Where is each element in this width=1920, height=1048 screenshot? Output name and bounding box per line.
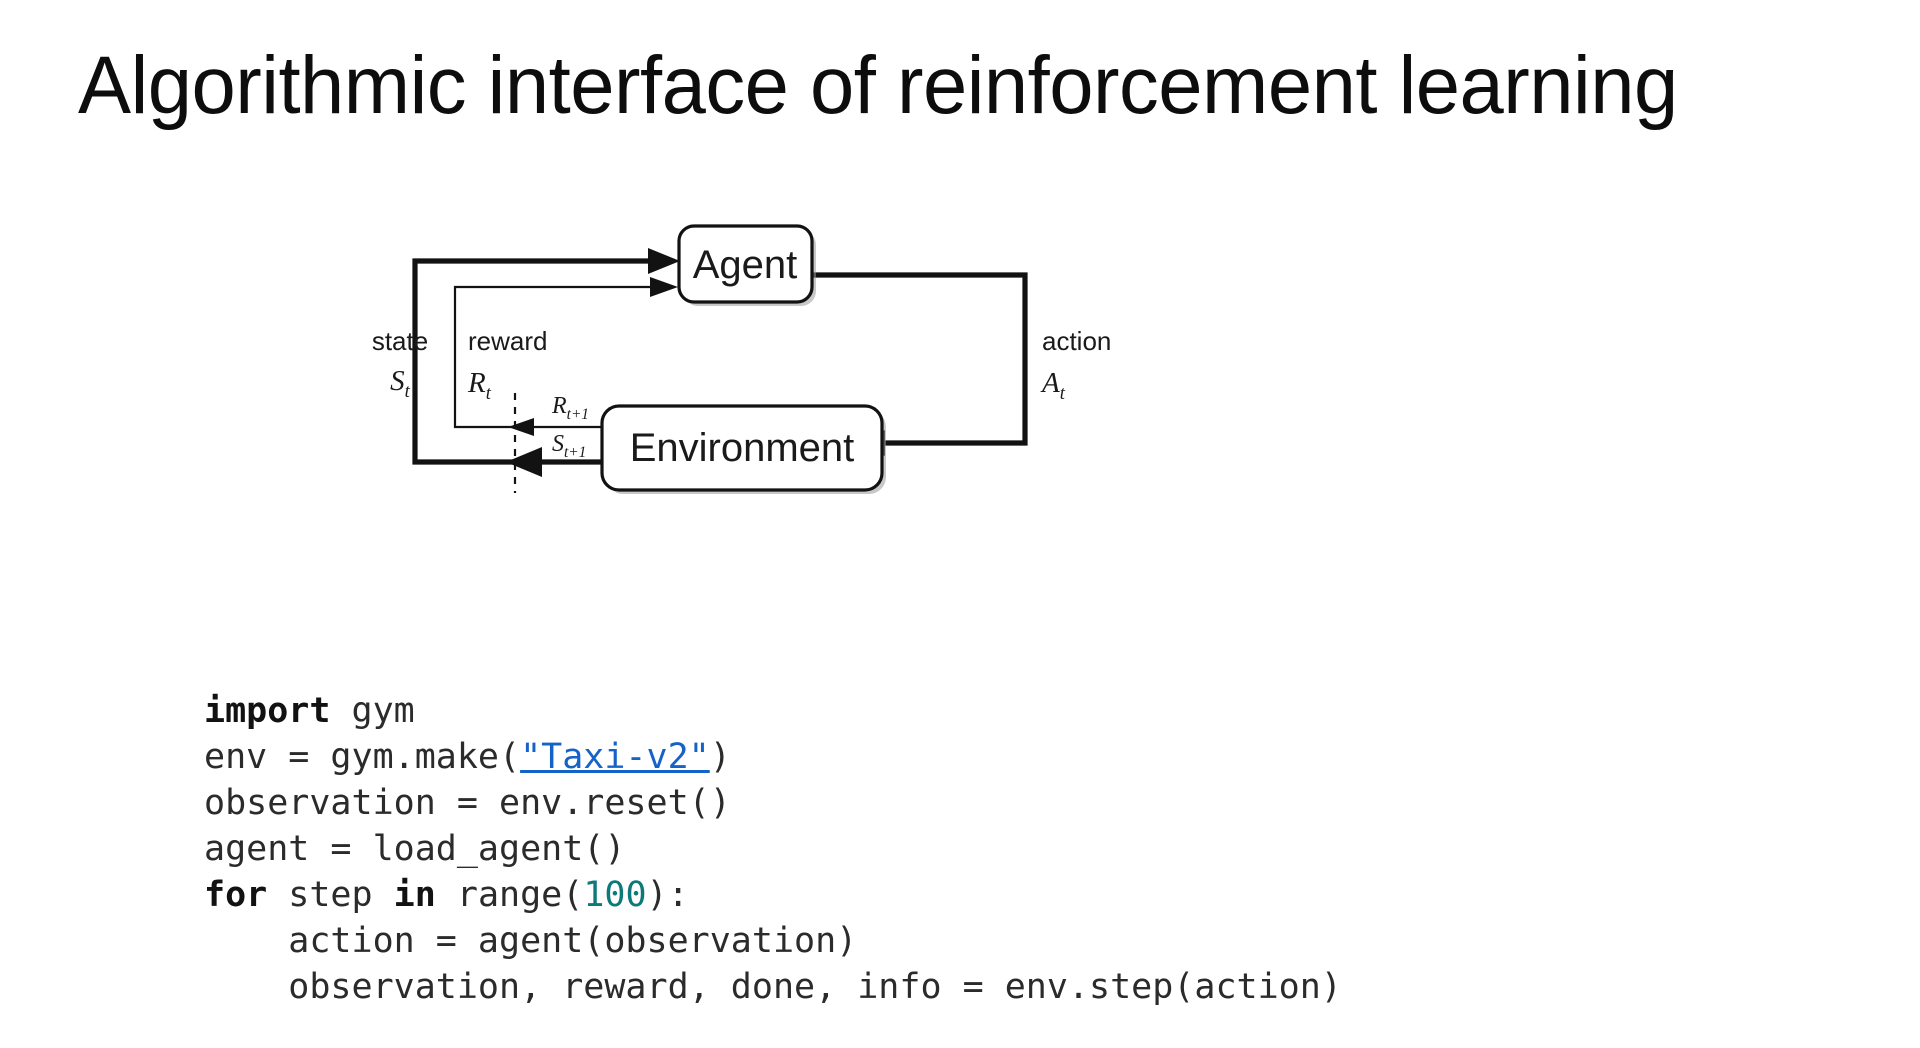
edge-action-line — [812, 272, 1028, 446]
edge-state-arrowhead — [648, 248, 680, 274]
state-next-base: S — [552, 431, 564, 457]
action-symbol-subscript: t — [1060, 383, 1066, 404]
edge-label-state-next: St+1 — [552, 431, 586, 461]
code-line: observation, reward, done, info = env.st… — [204, 964, 1342, 1010]
code-line: for step in range(100): — [204, 872, 1342, 918]
code-token: observation, reward, done, info = env.st… — [204, 967, 1342, 1007]
edge-state-line — [412, 258, 650, 465]
code-token: in — [393, 875, 436, 915]
agent-node-label: Agent — [693, 243, 798, 287]
code-token: action = agent(observation) — [204, 921, 858, 961]
code-token: observation = env.reset() — [204, 783, 731, 823]
reward-next-base: R — [551, 393, 567, 419]
code-token: agent = load_agent() — [204, 829, 626, 869]
code-token: range( — [435, 875, 584, 915]
code-token: step — [267, 875, 394, 915]
code-token: env = gym.make( — [204, 737, 521, 777]
state-symbol-subscript: t — [405, 381, 411, 402]
edge-label-reward-symbol: Rt — [467, 367, 492, 404]
rl-loop-diagram: Agent Environment state St reward Rt act… — [372, 215, 1200, 525]
edge-label-state: state — [372, 326, 428, 356]
code-token: ): — [646, 875, 689, 915]
environment-node-box — [600, 404, 884, 492]
edge-label-reward-next: Rt+1 — [551, 393, 589, 423]
edge-label-action-symbol: At — [1040, 367, 1066, 404]
agent-node-box — [677, 224, 814, 304]
edge-reward-arrowhead — [650, 277, 678, 297]
code-link[interactable]: "Taxi-v2" — [520, 737, 710, 777]
code-token: import — [204, 691, 331, 731]
reward-symbol-subscript: t — [486, 383, 492, 404]
code-line: action = agent(observation) — [204, 918, 1342, 964]
state-next-subscript: t+1 — [564, 444, 586, 461]
code-line: agent = load_agent() — [204, 826, 1342, 872]
code-token: 100 — [583, 875, 647, 915]
page-title: Algorithmic interface of reinforcement l… — [78, 40, 1678, 131]
code-token: ) — [709, 737, 731, 777]
edge-reward-line — [453, 285, 652, 429]
code-line: import gym — [204, 688, 1342, 734]
code-token: for — [204, 875, 268, 915]
edge-reward-next-arrowhead — [508, 418, 534, 436]
state-symbol-base: S — [390, 365, 405, 397]
edge-state-next-arrowhead — [506, 447, 542, 477]
code-token: gym — [330, 691, 415, 731]
code-line: observation = env.reset() — [204, 780, 1342, 826]
environment-node-label: Environment — [630, 426, 855, 470]
code-line: env = gym.make("Taxi-v2") — [204, 734, 1342, 780]
edge-label-state-symbol: St — [390, 365, 411, 402]
action-symbol-base: A — [1040, 367, 1060, 399]
reward-symbol-base: R — [467, 367, 486, 399]
reward-next-subscript: t+1 — [567, 406, 589, 423]
edge-label-reward: reward — [468, 326, 547, 356]
edge-label-action: action — [1042, 326, 1111, 356]
